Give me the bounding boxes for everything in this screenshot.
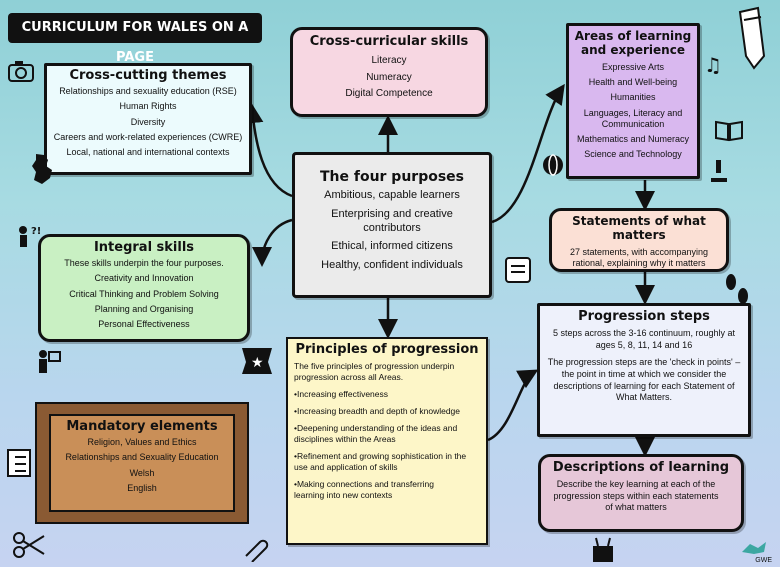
integral-item: Personal Effectiveness [98, 319, 190, 329]
thinking-person-icon: ?! [19, 226, 41, 247]
checklist-icon [7, 449, 31, 477]
principle-item: •Making connections and transferring lea… [294, 479, 434, 501]
cross-curricular-box: Cross-curricular skills Literacy Numerac… [290, 27, 488, 117]
integral-skills-box: Integral skills These skills underpin th… [38, 234, 250, 342]
globe-icon [543, 154, 563, 176]
cross-curricular-item: Digital Competence [345, 88, 433, 99]
mandatory-item: Welsh [129, 467, 155, 478]
presenter-icon [39, 350, 61, 373]
arrow-principles-to-progression [487, 369, 539, 442]
principle-item: •Increasing breadth and depth of knowled… [294, 406, 461, 417]
statements-box: Statements of what matters 27 statements… [549, 208, 729, 272]
descriptions-box: Descriptions of learning Describe the ke… [538, 454, 744, 532]
statements-title: Statements of what matters [572, 214, 706, 242]
scissors-icon [13, 532, 45, 558]
bookmark-star-icon: ★ [242, 348, 272, 374]
logo-text: GWE [755, 557, 772, 564]
svg-text:?!: ?! [31, 226, 41, 237]
wales-map-icon [32, 154, 52, 184]
principles-intro: The five principles of progression under… [294, 361, 455, 383]
cross-curricular-item: Literacy [371, 55, 407, 66]
area-item: Humanities [610, 92, 656, 103]
arrow-to-integral [252, 218, 293, 267]
mandatory-title: Mandatory elements [66, 419, 218, 434]
area-item: Health and Well-being [588, 77, 678, 88]
progression-text-1: 5 steps across the 3-16 continuum, rough… [552, 328, 736, 350]
descriptions-text: Describe the key learning at each of the… [553, 479, 719, 513]
cross-cutting-item: Relationships and sexuality education (R… [59, 86, 237, 96]
cross-cutting-item: Local, national and international contex… [66, 147, 230, 157]
areas-of-learning-box: Areas of learning and experience Express… [566, 23, 700, 179]
four-purposes-title: The four purposes [319, 169, 465, 185]
integral-item: Critical Thinking and Problem Solving [69, 288, 219, 299]
areas-title: Areas of learning and experience [574, 29, 692, 58]
gwe-logo: GWE [738, 538, 772, 564]
notepad-icon [505, 257, 531, 283]
principle-item: •Increasing effectiveness [294, 389, 389, 400]
cross-curricular-title: Cross-curricular skills [309, 34, 469, 49]
integral-item: These skills underpin the four purposes. [64, 258, 224, 268]
principles-title: Principles of progression [295, 342, 479, 357]
mandatory-item: English [127, 482, 157, 493]
purpose-item: Ethical, informed citizens [331, 240, 453, 253]
pencil-icon [738, 6, 766, 70]
integral-item: Planning and Organising [94, 303, 194, 314]
cross-cutting-item: Diversity [130, 116, 166, 127]
area-item: Expressive Arts [601, 61, 665, 72]
svg-text:★: ★ [251, 355, 264, 371]
mandatory-elements-box: Mandatory elements Religion, Values and … [49, 414, 235, 512]
cross-curricular-item: Numeracy [366, 71, 412, 83]
area-item: Science and Technology [584, 149, 682, 160]
integral-item: Creativity and Innovation [94, 273, 194, 284]
book-icon [715, 120, 743, 142]
dragon-logo-icon [742, 542, 766, 554]
paperclip-icon [245, 539, 269, 562]
progression-text-2: The progression steps are the 'check in … [547, 357, 741, 403]
cross-cutting-item: Human Rights [119, 101, 177, 112]
purpose-item: Enterprising and creative contributors [331, 207, 453, 234]
camera-icon [8, 61, 34, 82]
statements-text: 27 statements, with accompanying rationa… [569, 247, 709, 269]
cross-cutting-item: Careers and work-related experiences (CW… [53, 131, 243, 142]
mandatory-elements-frame: Mandatory elements Religion, Values and … [35, 402, 249, 524]
mandatory-item: Relationships and Sexuality Education [65, 452, 219, 463]
integral-title: Integral skills [93, 240, 195, 255]
progression-steps-box: Progression steps 5 steps across the 3-1… [537, 303, 751, 437]
footprints-icon [726, 274, 748, 304]
purpose-item: Healthy, confident individuals [321, 259, 463, 271]
area-item: Languages, Literacy and Communication [583, 107, 683, 129]
area-item: Mathematics and Numeracy [576, 134, 690, 145]
principles-box: Principles of progression The five princ… [286, 337, 488, 545]
binder-clip-icon [593, 537, 613, 562]
arrow-to-cross-cutting [243, 103, 293, 198]
microscope-icon [711, 160, 727, 182]
cross-cutting-title: Cross-cutting themes [69, 68, 227, 83]
principle-item: •Deepening understanding of the ideas an… [294, 423, 458, 445]
progression-title: Progression steps [578, 309, 710, 324]
principle-item: •Refinement and growing sophistication i… [294, 451, 467, 473]
arrow-to-areas [491, 83, 565, 224]
mandatory-item: Religion, Values and Ethics [87, 437, 197, 447]
purpose-item: Ambitious, capable learners [324, 189, 460, 201]
music-notes-icon: ♫ [704, 53, 722, 77]
descriptions-title: Descriptions of learning [552, 460, 730, 475]
svg-text:♫: ♫ [704, 53, 722, 77]
page-title-banner: CURRICULUM FOR WALES ON A PAGE [8, 13, 262, 65]
four-purposes-box: The four purposes Ambitious, capable lea… [292, 152, 492, 298]
cross-cutting-themes-box: Cross-cutting themes Relationships and s… [44, 63, 252, 175]
page-title: CURRICULUM FOR WALES ON A PAGE [21, 20, 249, 65]
